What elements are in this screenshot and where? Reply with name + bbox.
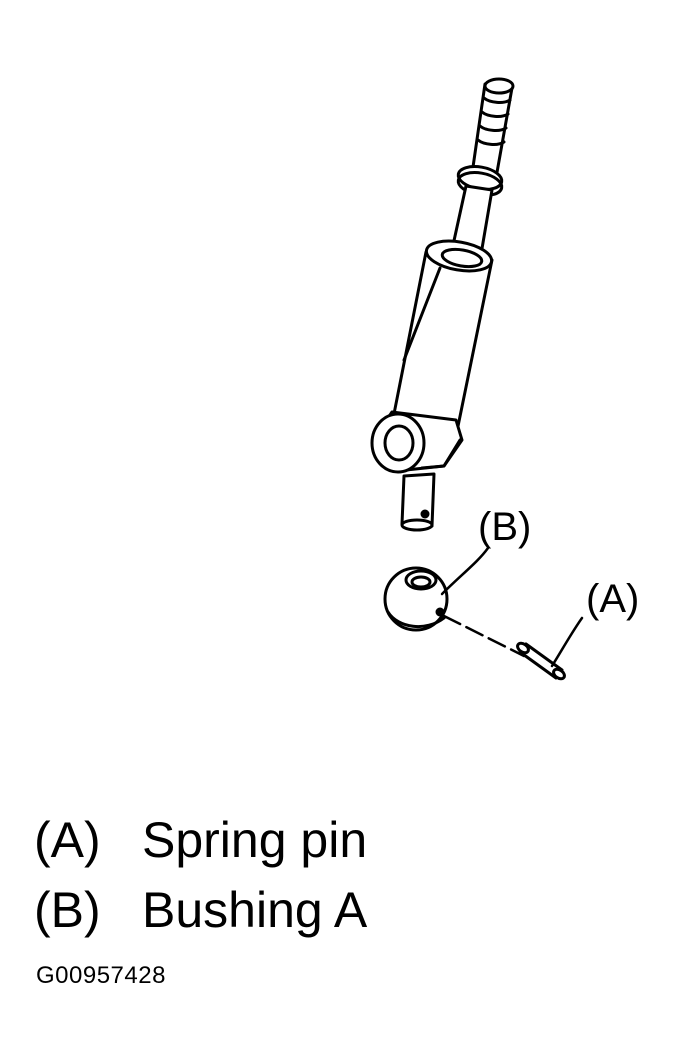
legend: (A) Spring pin (B) Bushing A (34, 805, 367, 945)
tube-yoke (370, 410, 464, 474)
legend-text-a: Spring pin (142, 812, 368, 868)
figure-id: G00957428 (36, 962, 166, 989)
callout-label-a: (A) (586, 577, 639, 621)
install-path-line (442, 614, 526, 658)
legend-key-a: (A) (34, 812, 101, 868)
callout-label-b: (B) (478, 505, 531, 549)
outer-tube (390, 239, 494, 438)
legend-row-b: (B) Bushing A (34, 875, 367, 945)
spring-pin (516, 641, 566, 681)
legend-row-a: (A) Spring pin (34, 805, 367, 875)
legend-text-b: Bushing A (142, 882, 368, 938)
leader-line-b (440, 546, 490, 596)
lower-stub (400, 472, 436, 532)
leader-line-a (550, 616, 584, 668)
bushing-a (383, 566, 449, 632)
rod-threaded-tip (470, 77, 515, 180)
legend-key-b: (B) (34, 882, 101, 938)
